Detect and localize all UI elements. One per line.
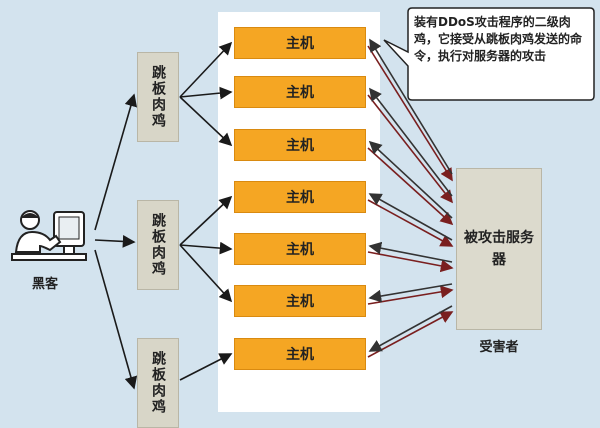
- arrow-hacker-to-zombie-3: [94, 249, 138, 390]
- arrow-zombie-1-to-host-1: [179, 41, 233, 98]
- host-box-6: 主机: [234, 285, 366, 317]
- hacker-icon: [10, 206, 90, 276]
- arrow-host-1-attack: [367, 45, 453, 182]
- arrow-zombie-2-to-host-6: [179, 244, 233, 303]
- host-box-2: 主机: [234, 76, 366, 108]
- zombie-box-1: 跳板肉鸡: [137, 52, 179, 142]
- arrow-host-1-return: [369, 38, 453, 175]
- arrow-host-5-attack: [367, 251, 454, 273]
- callout-bubble: [383, 7, 595, 101]
- arrow-host-4-attack: [367, 199, 454, 247]
- zombie-box-2: 跳板肉鸡: [137, 200, 179, 290]
- arrow-host-5-return: [368, 241, 453, 263]
- arrow-zombie-2-to-host-4: [179, 195, 233, 246]
- arrow-host-4-return: [368, 193, 453, 241]
- arrow-host-2-attack: [367, 94, 453, 204]
- host-box-7: 主机: [234, 338, 366, 370]
- victim-caption: 受害者: [479, 340, 519, 355]
- arrow-host-3-attack: [367, 147, 454, 226]
- host-box-1: 主机: [234, 27, 366, 59]
- arrow-zombie-3-to-host-7: [179, 353, 233, 381]
- arrow-host-3-return: [368, 140, 453, 219]
- host-box-3: 主机: [234, 129, 366, 161]
- arrow-host-2-return: [369, 87, 453, 197]
- host-box-4: 主机: [234, 181, 366, 213]
- arrow-zombie-2-to-host-5: [179, 241, 233, 255]
- arrow-host-7-return: [368, 305, 453, 352]
- arrow-zombie-1-to-host-2: [179, 86, 233, 100]
- ddos-diagram: 黑客 跳板肉鸡 跳板肉鸡 跳板肉鸡 主机 主机 主机 主机 主机 主机 主机 被…: [10, 7, 595, 428]
- host-box-5: 主机: [234, 233, 366, 265]
- victim-server-box: 被攻击服务器: [456, 168, 542, 330]
- arrows-layer: [94, 38, 454, 390]
- arrow-hacker-to-zombie-2: [94, 235, 136, 248]
- hacker-label: 黑客: [31, 277, 58, 292]
- callout-text: 装有DDoS攻击程序的二级肉鸡，它接受从跳板肉鸡发送的命令，执行对服务器的攻击: [414, 15, 583, 63]
- arrow-zombie-1-to-host-3: [179, 96, 233, 147]
- arrow-hacker-to-zombie-1: [94, 93, 138, 231]
- arrow-host-6-return: [368, 283, 453, 303]
